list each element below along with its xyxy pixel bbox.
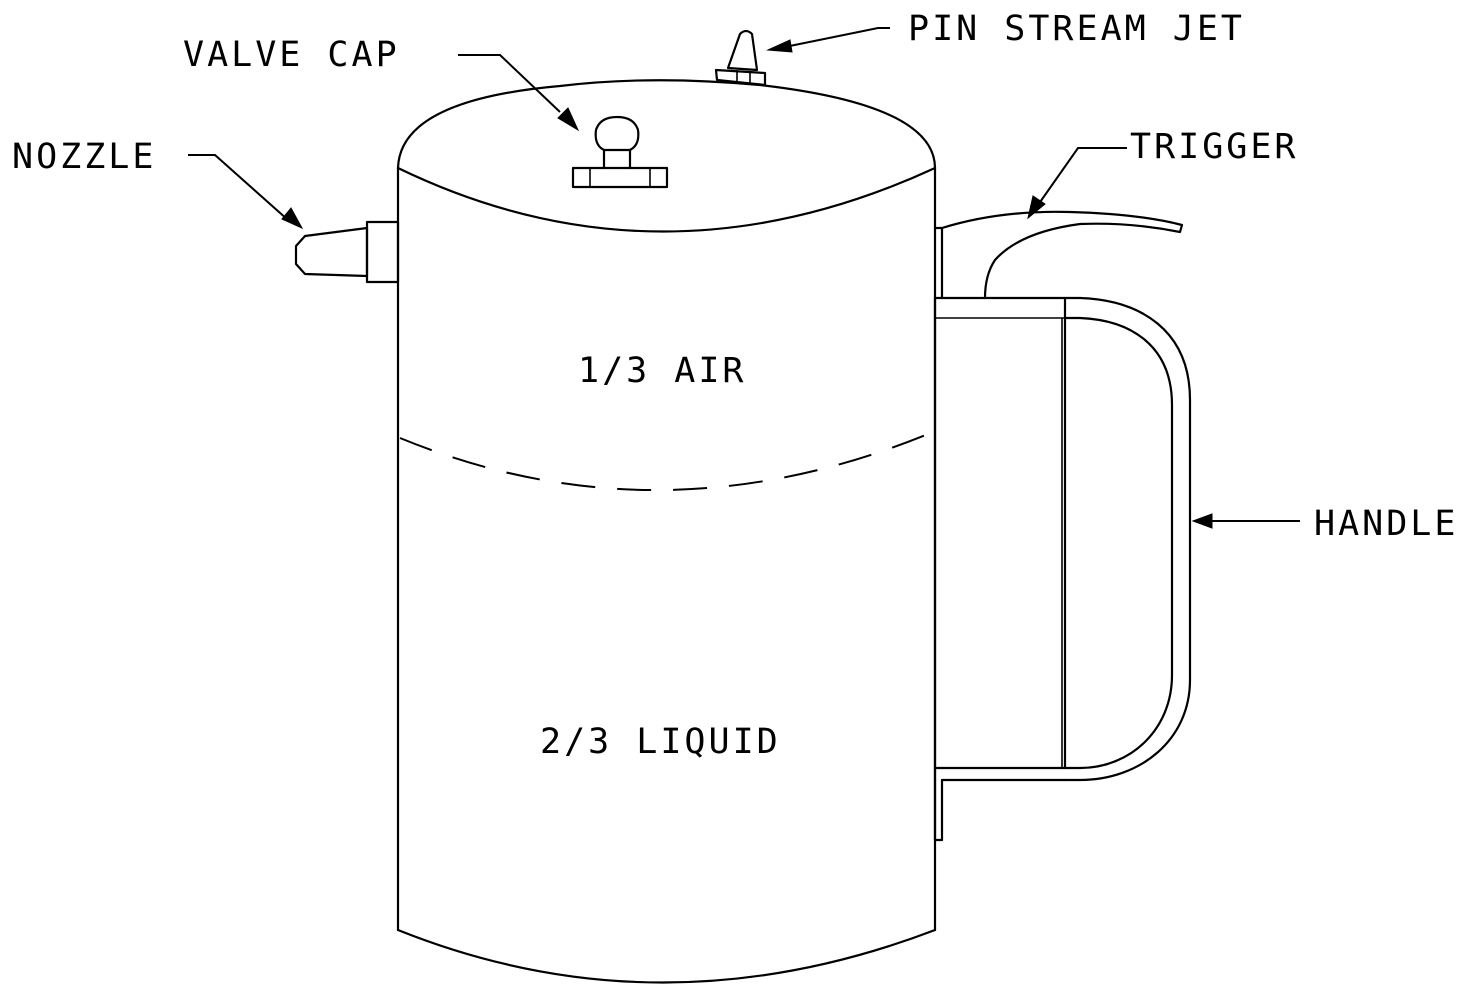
label-trigger: TRIGGER [1130, 127, 1299, 167]
nozzle-tip [294, 226, 369, 278]
leader-lines [188, 27, 1300, 529]
pin-stream-jet-tip [726, 29, 759, 72]
nozzle [294, 220, 400, 284]
label-pin-stream-jet: PIN STREAM JET [908, 9, 1245, 49]
pin-stream-jet-arrow [766, 39, 793, 53]
valve-cap-base [571, 166, 669, 189]
label-valve-cap: VALVE CAP [183, 35, 400, 75]
labels: PIN STREAM JET VALVE CAP NOZZLE TRIGGER … [12, 9, 1458, 762]
label-air-level: 1/3 AIR [578, 351, 747, 391]
handle-loop-inner [1063, 316, 1174, 770]
handle-arrow [1191, 513, 1213, 529]
nozzle-collar [365, 220, 400, 284]
valve-cap [571, 115, 669, 189]
valve-cap-arrow [557, 107, 580, 132]
label-liquid-level: 2/3 LIQUID [540, 722, 781, 762]
valve-cap-knob [594, 115, 640, 152]
trigger-lever [940, 210, 1184, 300]
handle-assembly [933, 210, 1192, 842]
can-top-edge [396, 166, 937, 233]
can-body [396, 79, 937, 984]
label-handle: HANDLE [1314, 504, 1458, 544]
can-top-dome [396, 79, 937, 170]
label-nozzle: NOZZLE [12, 137, 156, 177]
handle-loop [1063, 296, 1192, 782]
pin-stream-jet [714, 29, 767, 87]
nozzle-arrow [281, 207, 304, 230]
trigger-arrow [1027, 195, 1046, 220]
can-bottom [396, 928, 937, 984]
liquid-level-line [399, 431, 934, 491]
handle-mount-plate [933, 296, 1067, 770]
